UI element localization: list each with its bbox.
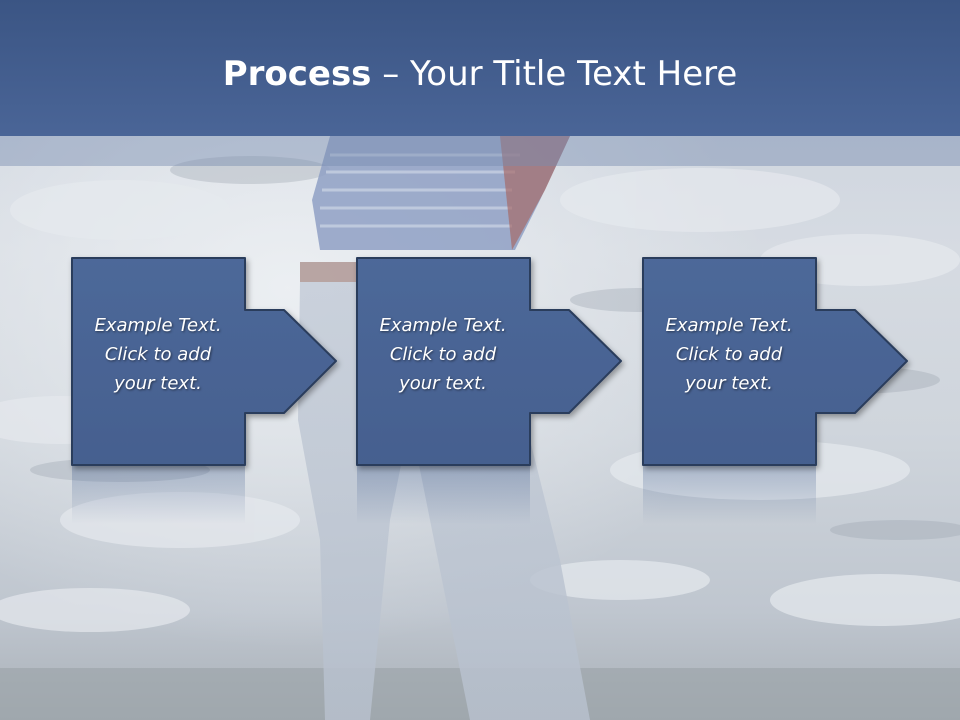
step-2-text[interactable]: Example Text. Click to add your text. [356, 311, 530, 398]
title-bar [0, 0, 960, 136]
step-3-line-1: Example Text. [665, 315, 793, 336]
step-1-line-1: Example Text. [94, 315, 222, 336]
step-3-line-3: your text. [685, 373, 773, 394]
title-rest: – Your Title Text Here [371, 54, 738, 94]
step-1-reflection [72, 466, 245, 524]
step-1-line-2: Click to add [104, 344, 212, 365]
step-2-line-2: Click to add [389, 344, 497, 365]
title-bold: Process [222, 54, 372, 94]
step-2-arrow-box [356, 257, 622, 466]
step-1-arrow-box [71, 257, 337, 466]
step-2-line-3: your text. [399, 373, 487, 394]
step-1-text[interactable]: Example Text. Click to add your text. [71, 311, 245, 398]
step-3-line-2: Click to add [675, 344, 783, 365]
step-2-line-1: Example Text. [379, 315, 507, 336]
title-strip [0, 136, 960, 166]
slide-title[interactable]: Process – Your Title Text Here [0, 52, 960, 96]
step-3-arrow-box [642, 257, 908, 466]
step-3-text[interactable]: Example Text. Click to add your text. [642, 311, 816, 398]
step-2-reflection [357, 466, 530, 524]
step-3-reflection [643, 466, 816, 524]
step-1-line-3: your text. [114, 373, 202, 394]
